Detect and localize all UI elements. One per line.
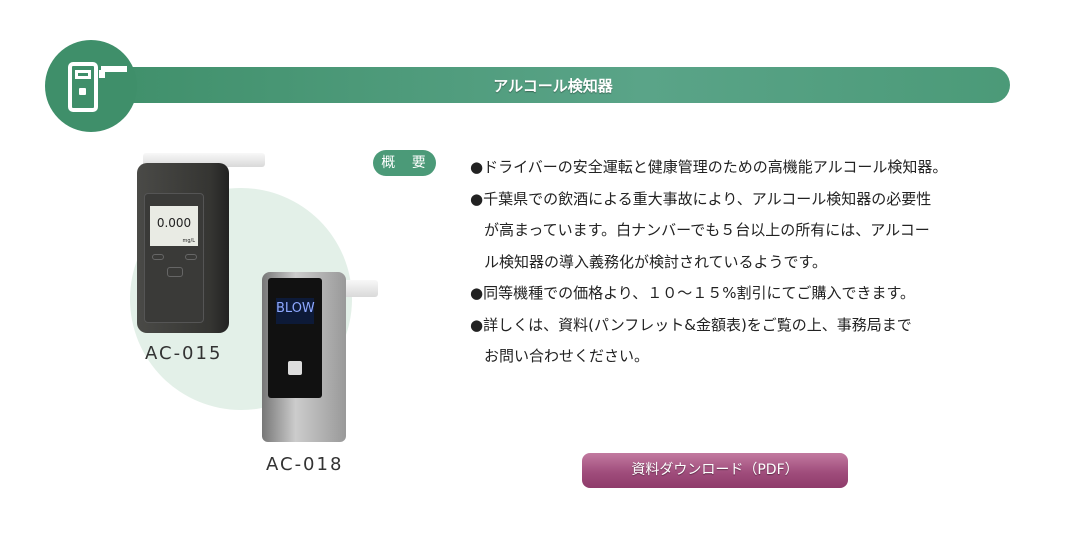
overview-line: ●千葉県での飲酒による重大事故により、アルコール検知器の必要性	[470, 189, 932, 208]
overview-badge: 概 要	[373, 150, 436, 176]
lcd-unit: mg/L	[182, 238, 195, 244]
overview-line: お問い合わせください。	[484, 347, 650, 365]
overview-line: ●ドライバーの安全運転と健康管理のための高機能アルコール検知器。	[470, 158, 948, 176]
breathalyzer-icon	[45, 40, 137, 132]
overview-text: ●ドライバーの安全運転と健康管理のための高機能アルコール検知器。 ●千葉県での飲…	[470, 152, 947, 373]
model-label-ac018: AC-018	[266, 454, 344, 475]
power-button-icon	[288, 361, 302, 375]
overview-line: ●詳しくは、資料(パンフレット&金額表)をご覧の上、事務局まで	[470, 315, 912, 334]
section-title: アルコール検知器	[493, 77, 613, 95]
download-pdf-button[interactable]: 資料ダウンロード（PDF）	[582, 453, 848, 488]
lcd-blow: BLOW	[276, 298, 315, 324]
overview-line: ル検知器の導入義務化が検討されているようです。	[484, 252, 828, 271]
section-header-bar: アルコール検知器	[96, 67, 1010, 103]
model-label-ac015: AC-015	[145, 343, 223, 364]
overview-line: が高まっています。白ナンバーでも５台以上の所有には、アルコー	[484, 221, 930, 239]
overview-line: ●同等機種での価格より、１０～１５%割引にてご購入できます。	[470, 284, 915, 302]
lcd-reading: 0.000	[156, 216, 192, 230]
